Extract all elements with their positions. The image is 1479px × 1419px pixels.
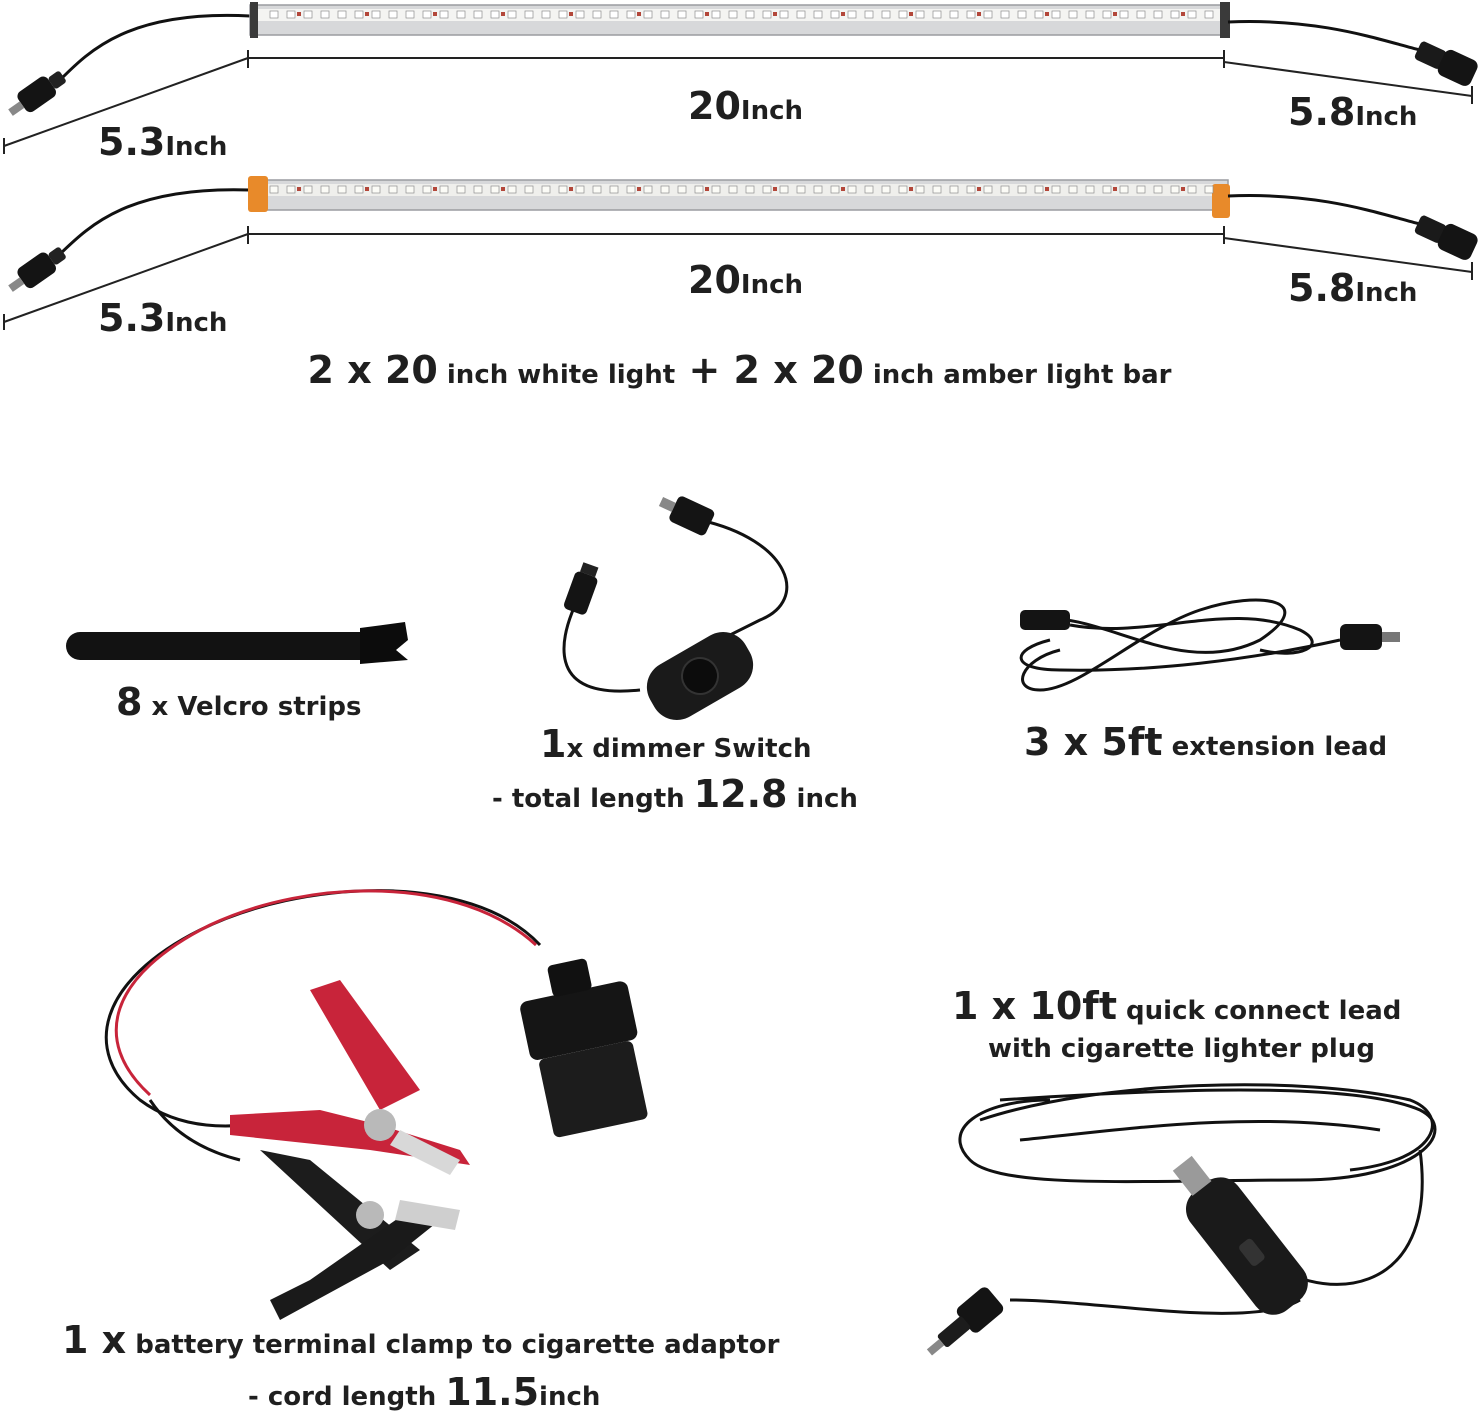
bar2-right-cap bbox=[1212, 184, 1230, 218]
dimension-value: 5.8 bbox=[1288, 266, 1356, 310]
bar1-right-dimension: 5.8Inch bbox=[1288, 90, 1417, 134]
bar1-left-plug bbox=[8, 71, 66, 116]
bar1-left-cap bbox=[250, 2, 258, 38]
bar1-center-dimension: 20Inch bbox=[688, 84, 803, 128]
item-quantity: 1 x bbox=[62, 1318, 127, 1362]
dimmer-length: - total length 12.8 inch bbox=[492, 772, 858, 816]
caption-quantity: 2 x 20 bbox=[733, 348, 864, 392]
light-bars-caption: 2 x 20 inch white light + 2 x 20 inch am… bbox=[0, 348, 1479, 392]
caption-text: inch white light bbox=[437, 360, 676, 390]
length-prefix: - total length bbox=[492, 784, 694, 814]
dimension-value: 20 bbox=[688, 258, 741, 302]
bar1-led-strip bbox=[255, 9, 1223, 21]
velcro-strip-image bbox=[66, 622, 408, 664]
bar2-left-cap bbox=[248, 176, 268, 212]
bar1-leds bbox=[269, 10, 1214, 19]
velcro-caption: 8 x Velcro strips bbox=[116, 680, 361, 724]
item-quantity: 3 x 5ft bbox=[1024, 720, 1163, 764]
item-label: extension lead bbox=[1162, 732, 1388, 762]
length-value: 11.5 bbox=[445, 1370, 540, 1414]
dimension-value: 20 bbox=[688, 84, 741, 128]
battery-clamp-image bbox=[104, 889, 648, 1320]
quick-lead-caption: 1 x 10ft quick connect lead bbox=[952, 984, 1401, 1028]
quick-connect-lead-image bbox=[926, 1083, 1437, 1356]
length-prefix: - cord length bbox=[248, 1382, 446, 1412]
caption-text: inch amber light bar bbox=[863, 360, 1172, 390]
bar1-left-cable bbox=[58, 13, 251, 82]
dimension-unit: Inch bbox=[1355, 102, 1418, 132]
extension-lead-image bbox=[1019, 598, 1400, 692]
bar2-leds bbox=[269, 185, 1214, 194]
dimmer-switch-image bbox=[562, 496, 789, 720]
quick-lead-caption-line2: with cigarette lighter plug bbox=[988, 1034, 1375, 1064]
clamp-caption: 1 x battery terminal clamp to cigarette … bbox=[62, 1318, 780, 1362]
dimension-unit: Inch bbox=[165, 132, 228, 162]
clamp-length: - cord length 11.5inch bbox=[248, 1370, 600, 1414]
bar1-left-dimension: 5.3Inch bbox=[98, 120, 227, 164]
item-quantity: 1 bbox=[540, 722, 567, 766]
item-quantity: 8 bbox=[116, 680, 143, 724]
caption-quantity: 2 x 20 bbox=[307, 348, 438, 392]
caption-plus: + bbox=[675, 348, 734, 392]
dimension-unit: Inch bbox=[740, 270, 803, 300]
length-value: 12.8 bbox=[693, 772, 788, 816]
bar1-right-socket bbox=[1414, 41, 1478, 86]
dimension-unit: Inch bbox=[1355, 278, 1418, 308]
white-light-bar bbox=[3, 2, 1478, 154]
dimension-value: 5.8 bbox=[1288, 90, 1356, 134]
item-label: quick connect lead bbox=[1117, 996, 1402, 1026]
bar2-left-dimension: 5.3Inch bbox=[98, 296, 227, 340]
length-unit: inch bbox=[787, 784, 858, 814]
dimension-unit: Inch bbox=[165, 308, 228, 338]
dimension-value: 5.3 bbox=[98, 120, 166, 164]
bar2-right-dimension: 5.8Inch bbox=[1288, 266, 1417, 310]
dimension-unit: Inch bbox=[740, 96, 803, 126]
item-quantity: 1 x 10ft bbox=[952, 984, 1117, 1028]
item-label: battery terminal clamp to cigarette adap… bbox=[126, 1330, 780, 1360]
bar1-right-cable bbox=[1227, 20, 1421, 52]
dimension-value: 5.3 bbox=[98, 296, 166, 340]
item-label: x dimmer Switch bbox=[566, 734, 812, 764]
extension-caption: 3 x 5ft extension lead bbox=[1024, 720, 1387, 764]
bar1-right-cap bbox=[1220, 2, 1230, 38]
length-unit: inch bbox=[539, 1382, 601, 1412]
dimmer-caption: 1x dimmer Switch bbox=[540, 722, 812, 766]
bar2-center-dimension: 20Inch bbox=[688, 258, 803, 302]
item-label: x Velcro strips bbox=[142, 692, 362, 722]
amber-light-bar bbox=[3, 176, 1478, 330]
